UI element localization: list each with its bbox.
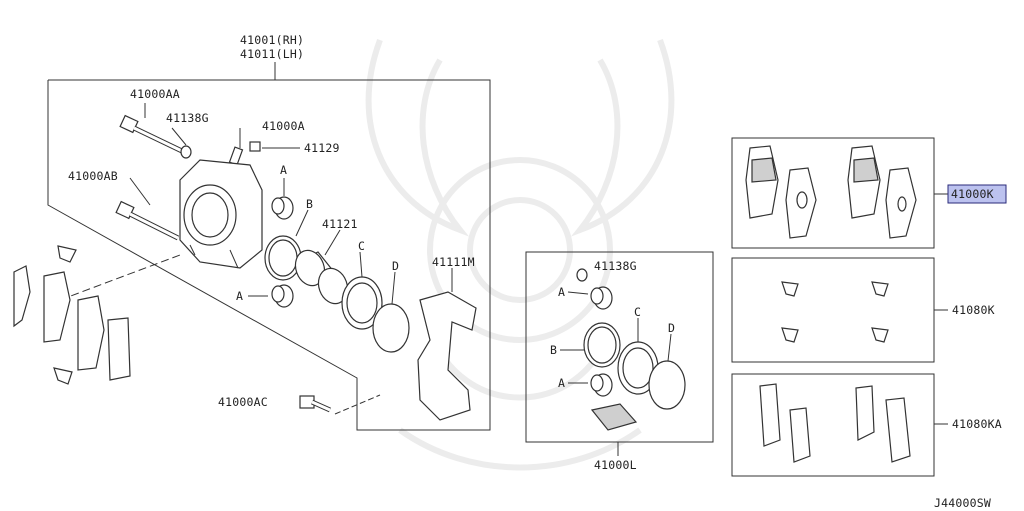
kit-41000l-box [525,251,714,456]
guide-bolt-aa[interactable] [119,103,186,155]
pad-kit-pads[interactable] [745,145,917,239]
label-cap-41129[interactable]: 41129 [304,141,340,155]
loose-pad-set[interactable] [13,245,131,385]
label-caliper-lh[interactable]: 41011(LH) [240,47,304,61]
kit-boot-c[interactable] [617,318,659,395]
label-pad-kit[interactable]: 41000K [951,187,994,201]
kit-grease-packet[interactable] [590,403,638,431]
bleeder-screw[interactable] [228,128,244,166]
label-bolt-ac[interactable]: 41000AC [218,395,268,409]
label-letter-a-lower: A [236,289,243,303]
bracket-bolt-41000ac[interactable] [299,394,381,415]
label-shim-kit[interactable]: 41080KA [952,417,1002,431]
guide-bolt-ab[interactable] [115,177,180,241]
label-letter-a-upper: A [280,163,287,177]
kit-ring-d[interactable] [648,333,686,410]
ring-d[interactable] [372,271,410,353]
caliper-body[interactable] [179,159,263,269]
label-letter-c: C [358,239,365,253]
label-bolt-ab[interactable]: 41000AB [68,169,118,183]
pad-kit-highlight[interactable] [947,184,1007,204]
label-caliper-rh[interactable]: 41001(RH) [240,33,304,47]
label-kit-letter-b: B [550,343,557,357]
label-bleeder[interactable]: 41000A [262,119,305,133]
label-kit-letter-a-upper: A [558,285,565,299]
reference-code: J44000SW [934,496,991,510]
bleeder-cap[interactable] [249,141,300,152]
kit-cap-41138g[interactable] [576,268,588,282]
watermark-emblem [365,38,675,471]
pad-kit-box [731,137,948,249]
label-clip-kit[interactable]: 41080K [952,303,995,317]
label-letter-d: D [392,259,399,273]
piston-boot-c[interactable] [341,251,383,330]
label-kit-letter-c: C [634,305,641,319]
label-bracket[interactable]: 41111M [432,255,475,269]
label-piston[interactable]: 41121 [322,217,358,231]
piston-41121[interactable] [291,229,353,308]
kit-boot-a-lower[interactable] [568,373,613,397]
shim-kit-shims[interactable] [759,383,911,463]
label-kit-l[interactable]: 41000L [594,458,637,472]
label-kit-cap-g[interactable]: 41138G [594,259,637,273]
torque-member-41111m[interactable] [417,268,477,421]
kit-seal-b[interactable] [560,322,621,368]
shim-kit-box [731,373,948,477]
label-letter-b: B [306,197,313,211]
label-kit-letter-d: D [668,321,675,335]
label-cap-g-main[interactable]: 41138G [166,111,209,125]
label-kit-letter-a-lower: A [558,376,565,390]
clip-kit-box [731,257,948,363]
cap-41138g[interactable] [171,127,192,159]
guide-pin-boot-a-lower[interactable] [248,284,294,308]
assembly-leader-line [59,254,181,301]
guide-pin-boot-a-upper[interactable] [271,178,294,220]
label-bolt-aa[interactable]: 41000AA [130,87,180,101]
kit-boot-a-upper[interactable] [567,286,613,310]
caliper-assembly-box [47,62,491,431]
clip-kit-clips[interactable] [781,281,889,343]
